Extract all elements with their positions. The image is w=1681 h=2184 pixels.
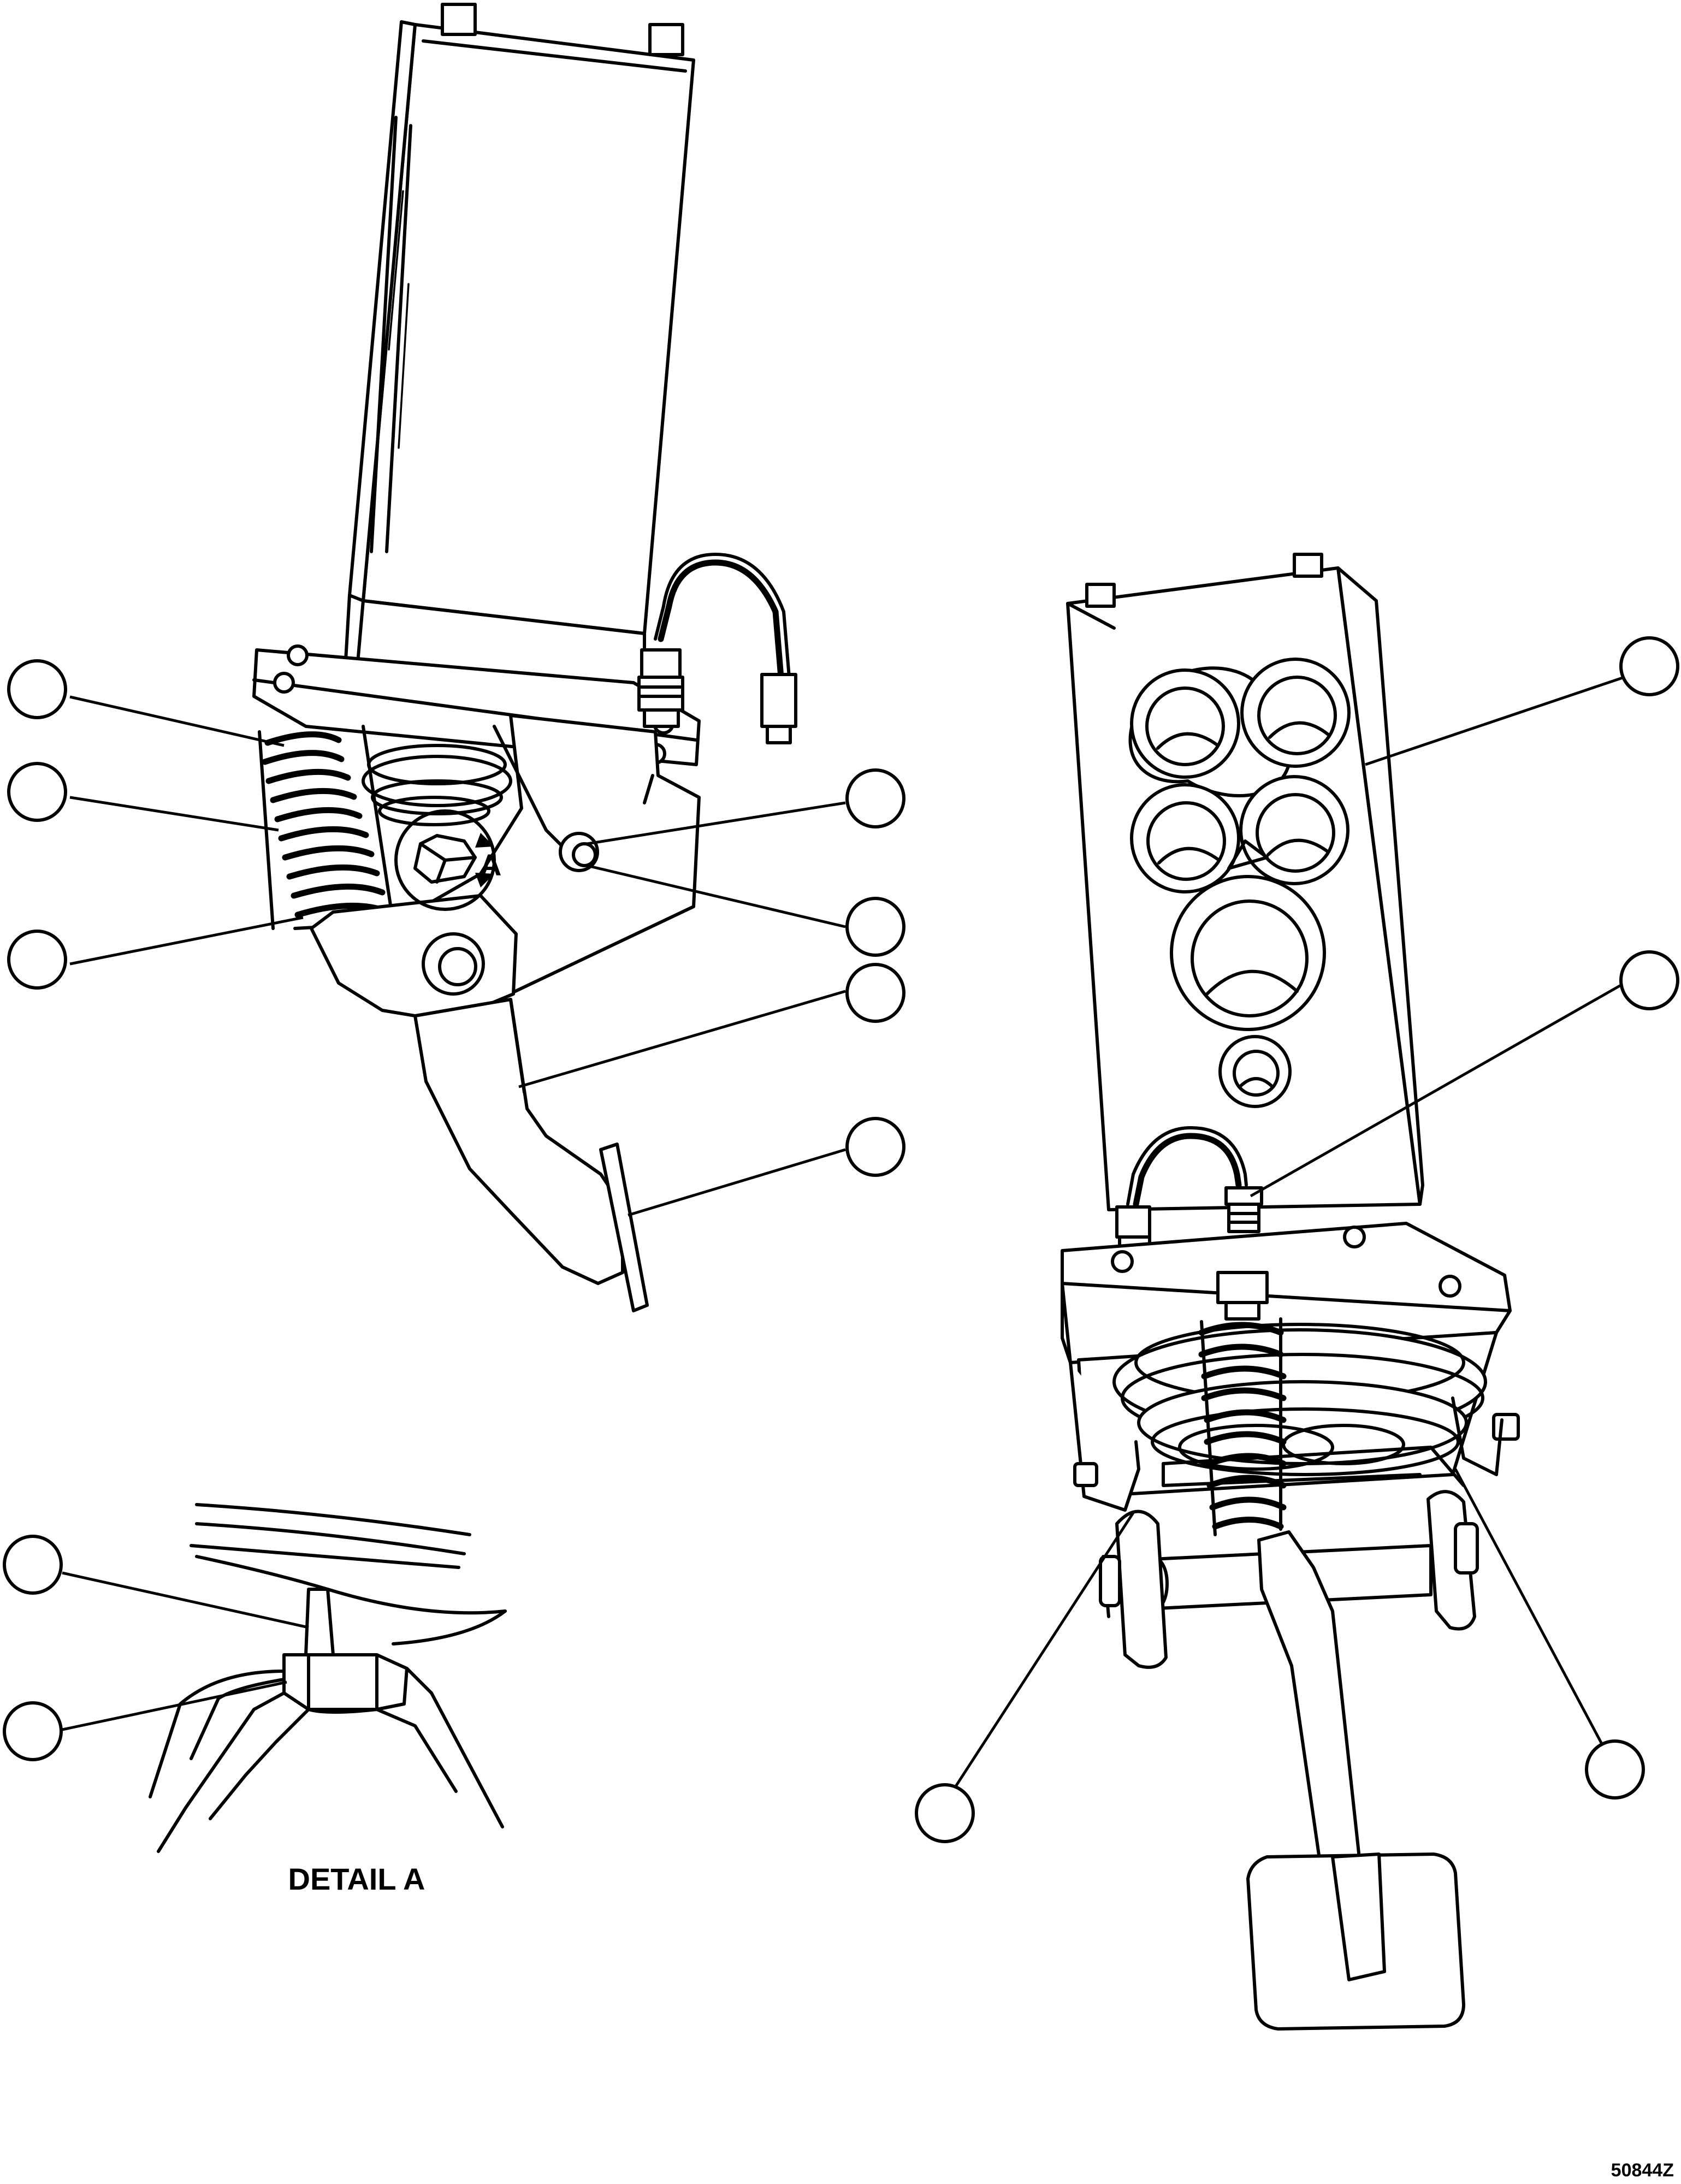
right-pedal-valve-assembly (1061, 553, 1520, 2031)
callout-circle (3, 1535, 63, 1595)
right-bellows (1077, 1323, 1498, 1498)
callout-circle (845, 768, 905, 828)
leader-lines (62, 674, 1629, 1813)
callout-circle (7, 762, 67, 822)
callout-circle (3, 1701, 63, 1761)
detail-a-marker: A (394, 809, 501, 911)
right-return-spring (1198, 1271, 1287, 1536)
callout-circle (1619, 950, 1679, 1010)
right-pedal-arm (1246, 1530, 1465, 2031)
callout-circle (1585, 1739, 1645, 1800)
callout-circle (7, 659, 67, 719)
detail-a-illustration (149, 1503, 507, 1853)
callout-circle (915, 1783, 975, 1843)
right-mounting-flange (1061, 1222, 1512, 1364)
callout-circle (1619, 636, 1679, 696)
left-electrical-connector (637, 553, 797, 744)
callout-circle (845, 963, 905, 1023)
right-valve-ports (1128, 658, 1351, 1108)
left-pedal-arm (413, 998, 649, 1312)
callout-circle (7, 930, 67, 990)
left-valve-body (342, 3, 695, 723)
figure-number: 50844Z (1611, 2160, 1674, 2181)
callout-circle (845, 1117, 905, 1177)
detail-a-marker-label: A (480, 848, 501, 882)
callout-circle (845, 897, 905, 957)
left-pedal-valve-assembly: A (252, 3, 797, 1312)
callout-circles (3, 636, 1679, 1843)
detail-caption: DETAIL A (288, 1862, 425, 1896)
